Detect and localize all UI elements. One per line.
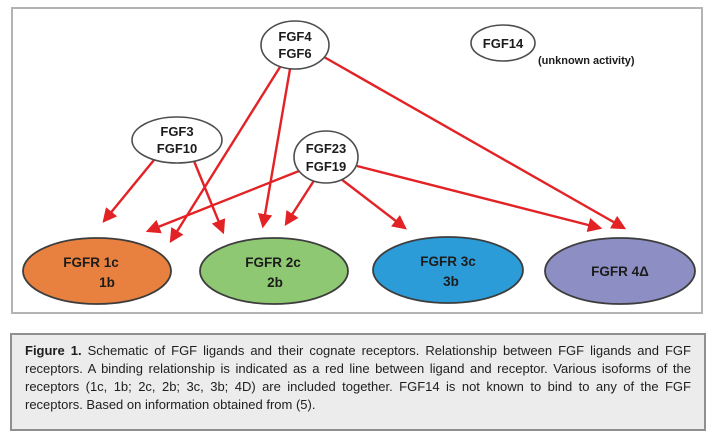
ligand-node-fgf23-fgf19: FGF23 FGF19 — [293, 130, 359, 184]
ligand-ellipse — [293, 130, 359, 184]
receptor-ellipse — [372, 236, 524, 304]
edge-fgf3fgf10-to-fgfr2 — [192, 160, 226, 235]
edge-fgf23fgf19-to-fgfr3 — [340, 178, 407, 230]
edge-fgf23fgf19-to-fgfr1 — [145, 169, 300, 234]
receptor-ellipse — [544, 237, 696, 305]
receptor-label: FGFR 4Δ — [591, 264, 649, 279]
caption-box: Figure 1. Schematic of FGF ligands and t… — [10, 333, 706, 431]
ligand-node-fgf4-fgf6: FGF4 FGF6 — [260, 20, 330, 70]
receptor-label: 2b — [267, 275, 283, 290]
edge-fgf3fgf10-to-fgfr1 — [102, 159, 155, 223]
edge-fgf4fgf6-to-fgfr1 — [169, 66, 282, 244]
figure-caption-text: Schematic of FGF ligands and their cogna… — [25, 343, 691, 412]
receptor-node-fgfr3: FGFR 3c 3b — [372, 236, 524, 304]
edge-fgf23fgf19-to-fgfr4 — [356, 164, 603, 233]
ligand-label: FGF3 — [160, 124, 193, 139]
ligand-label: FGF19 — [306, 159, 346, 174]
ligand-ellipse — [131, 116, 223, 164]
receptor-node-fgfr4: FGFR 4Δ — [544, 237, 696, 305]
ligand-label: FGF6 — [278, 46, 311, 61]
ligand-node-fgf3-fgf10: FGF3 FGF10 — [131, 116, 223, 164]
receptor-label: FGFR 2c — [245, 255, 301, 270]
ligand-ellipse — [260, 20, 330, 70]
ligand-label: FGF10 — [157, 141, 197, 156]
fgf-binding-diagram: FGF4 FGF6 FGF14 (unknown activity) FGF3 … — [11, 7, 703, 314]
receptor-ellipse — [22, 237, 172, 305]
ligand-label: FGF14 — [483, 36, 524, 51]
edge-fgf4fgf6-to-fgfr4 — [323, 55, 627, 230]
unknown-activity-note: (unknown activity) — [538, 55, 635, 67]
receptor-ellipse — [199, 237, 349, 305]
receptor-label: 3b — [443, 274, 459, 289]
receptor-node-fgfr2: FGFR 2c 2b — [199, 237, 349, 305]
ligand-label: FGF23 — [306, 141, 346, 156]
receptor-label: FGFR 3c — [420, 254, 476, 269]
ligand-label: FGF4 — [278, 29, 312, 44]
edge-fgf23fgf19-to-fgfr2 — [284, 178, 317, 227]
edge-fgf4fgf6-to-fgfr2 — [257, 68, 292, 229]
ligand-node-fgf14: FGF14 (unknown activity) — [470, 24, 635, 67]
receptor-node-fgfr1: FGFR 1c 1b — [22, 237, 172, 305]
receptor-label: FGFR 1c — [63, 255, 119, 270]
ligand-ellipse — [470, 24, 536, 62]
receptor-label: 1b — [99, 275, 115, 290]
figure-label: Figure 1. — [25, 343, 82, 358]
